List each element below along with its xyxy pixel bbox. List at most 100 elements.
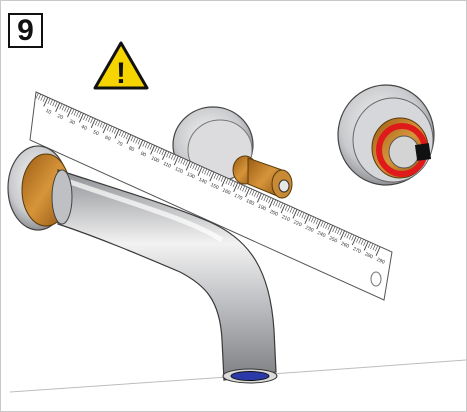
ruler-tick xyxy=(78,112,82,118)
ruler-tick xyxy=(59,103,63,110)
ruler-tick xyxy=(263,195,267,202)
ruler-tick xyxy=(109,126,113,132)
ruler-tick xyxy=(265,196,269,203)
ruler-tick xyxy=(220,176,224,182)
ruler-tick xyxy=(147,143,151,149)
ruler-tick xyxy=(327,224,331,230)
ruler-tick xyxy=(299,211,303,218)
ruler-label: 240 xyxy=(316,230,326,239)
ruler-label: 220 xyxy=(292,219,302,228)
ruler-tick xyxy=(275,200,279,207)
ruler-tick xyxy=(67,107,73,118)
ruler-tick xyxy=(135,137,139,144)
ruler-label: 160 xyxy=(221,187,231,196)
ruler-tick xyxy=(303,213,307,220)
ruler-tick xyxy=(170,153,174,160)
ruler-label: 190 xyxy=(257,203,267,212)
right-valve-assembly xyxy=(337,84,435,186)
ruler-label: 40 xyxy=(80,124,88,132)
ruler-label: 230 xyxy=(304,225,314,234)
ruler-tick xyxy=(239,184,243,191)
ruler-tick xyxy=(216,174,220,180)
ruler-tick xyxy=(221,177,227,187)
ruler-tick xyxy=(111,127,115,133)
ruler-label: 10 xyxy=(45,108,53,116)
ruler-tick xyxy=(94,119,98,126)
measuring-ruler: 1020304050607080901001101201301401501601… xyxy=(29,91,393,301)
ruler-tick xyxy=(83,114,87,120)
ruler-tick xyxy=(322,222,326,228)
ruler-label: 50 xyxy=(92,129,100,137)
ruler-tick xyxy=(204,168,208,175)
ruler-tick xyxy=(332,226,336,232)
ruler-label: 150 xyxy=(209,182,219,191)
ruler-tick xyxy=(118,130,122,136)
ruler-tick xyxy=(42,96,46,102)
ruler-tick xyxy=(296,210,300,216)
ruler-tick xyxy=(367,242,371,248)
ruler-tick xyxy=(340,230,345,240)
ruler-tick xyxy=(159,148,163,155)
ruler-tick xyxy=(161,149,165,156)
ruler-tick xyxy=(154,146,158,152)
ruler-tick xyxy=(182,159,186,165)
ruler-tick xyxy=(87,116,91,123)
ruler-tick xyxy=(289,207,293,213)
ruler-tick xyxy=(156,147,160,154)
ruler-tick xyxy=(138,139,144,150)
ruler-label: 170 xyxy=(233,193,243,202)
ruler-tick xyxy=(251,190,255,196)
ruler-label: 80 xyxy=(128,145,136,153)
ruler-tick xyxy=(185,161,191,171)
ruler-tick xyxy=(244,186,248,193)
ruler-tick xyxy=(310,216,314,223)
ruler-label: 20 xyxy=(56,113,64,121)
ruler-tick xyxy=(308,215,312,222)
ruler-tick xyxy=(97,120,101,127)
ruler-tick xyxy=(249,188,253,195)
ruler-tick xyxy=(280,203,286,214)
ruler-tick xyxy=(40,95,44,101)
ruler-tick xyxy=(206,169,210,176)
ruler-tick xyxy=(142,140,146,147)
ruler-tick xyxy=(346,232,350,239)
ruler-tick xyxy=(201,167,205,174)
ruler-tick xyxy=(313,217,317,224)
ruler-tick xyxy=(268,197,272,204)
ruler-tick xyxy=(168,152,172,159)
ruler-tick xyxy=(304,214,310,224)
ruler-label: 100 xyxy=(150,155,160,164)
ruler-tick xyxy=(189,162,193,168)
ruler-tick xyxy=(123,132,127,139)
ruler-label: 200 xyxy=(269,209,279,218)
ruler-tick xyxy=(150,145,156,155)
ruler-tick xyxy=(225,178,229,184)
ruler-tick xyxy=(268,198,274,208)
ruler-tick xyxy=(325,223,329,229)
ruler-tick xyxy=(130,135,134,142)
ruler-tick xyxy=(126,134,132,144)
ruler-label: 210 xyxy=(281,214,291,223)
ruler-tick xyxy=(363,241,369,251)
ruler-tick xyxy=(52,100,56,107)
ruler-tick xyxy=(144,142,148,148)
step-number: 9 xyxy=(8,13,43,48)
ruler-tick xyxy=(162,150,167,160)
ruler-tick xyxy=(356,236,360,243)
ruler-tick xyxy=(351,235,357,246)
ruler-tick xyxy=(363,240,367,246)
ruler-tick xyxy=(334,227,338,234)
ruler-tick xyxy=(358,238,362,244)
ruler-tick xyxy=(208,170,212,177)
ruler-tick xyxy=(113,128,117,134)
ruler-tick xyxy=(209,171,215,182)
ruler-tick xyxy=(360,239,364,245)
ruler-tick xyxy=(218,175,222,181)
ruler-tick xyxy=(272,199,276,206)
warning-icon: ! xyxy=(93,41,149,90)
ruler-tick xyxy=(370,243,374,250)
wall-floor-line xyxy=(9,359,467,393)
ruler-tick xyxy=(197,166,203,176)
ruler-tick xyxy=(55,102,61,112)
ruler-tick-marks: 1020304050607080901001101201301401501601… xyxy=(35,92,386,266)
